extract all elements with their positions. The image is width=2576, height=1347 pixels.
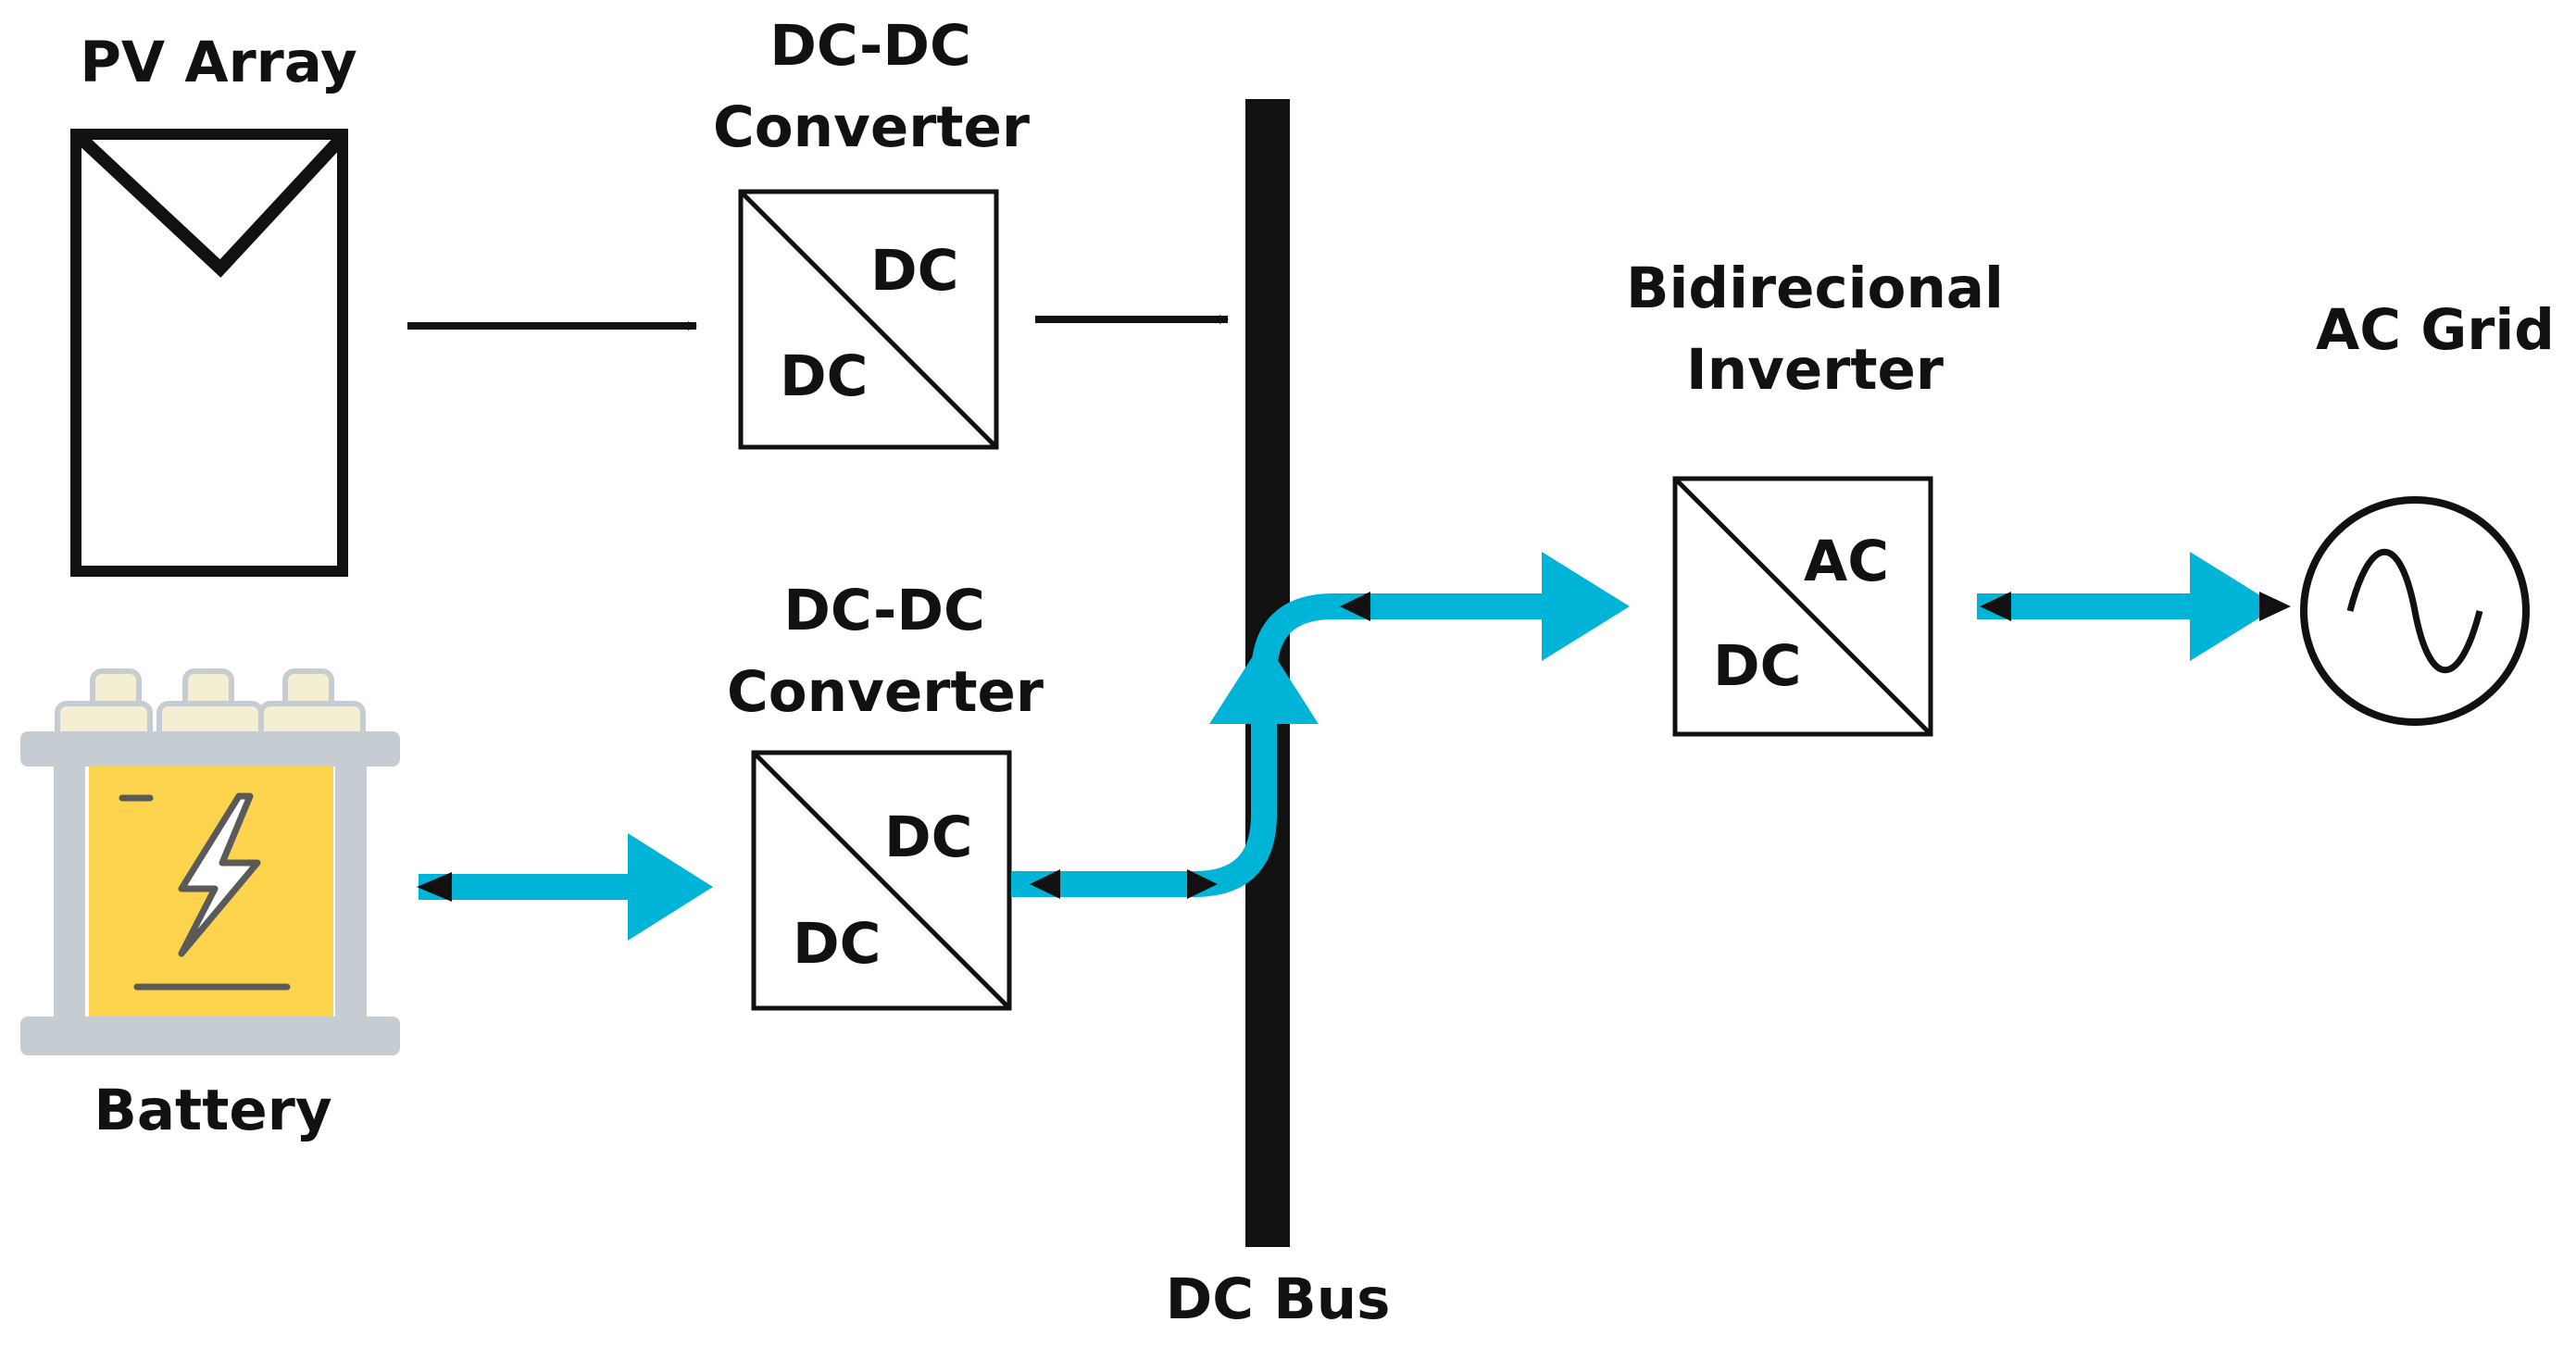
converter2-label-line2: Converter (727, 659, 1044, 725)
pv-array-label: PV Array (80, 30, 357, 95)
converter2-label-line1: DC-DC (783, 578, 985, 643)
inverter-grid-flow (1977, 552, 2291, 661)
converter2-bottom-text: DC (793, 911, 882, 977)
bidirectional-inverter-block (1672, 476, 1933, 737)
inverter-label-line1: Bidirecional (1626, 256, 2004, 321)
dc-dc-converter-2-block (751, 750, 1012, 1011)
ac-grid-label: AC Grid (2316, 297, 2555, 363)
converter1-top-text: DC (870, 238, 959, 304)
converter1-label-line1: DC-DC (769, 13, 971, 79)
battery-icon (20, 668, 400, 1055)
converter-bus-inverter-flow (1011, 552, 1630, 899)
inverter-bottom-text: DC (1713, 633, 1802, 699)
inverter-label-line2: Inverter (1686, 337, 1944, 403)
dc-bus-label: DC Bus (1165, 1266, 1391, 1332)
inverter-top-text: AC (1804, 529, 1889, 594)
battery-converter-flow (417, 833, 713, 941)
converter2-top-text: DC (884, 804, 973, 870)
converter1-label-line2: Converter (713, 94, 1030, 160)
ac-sine-icon (2300, 496, 2530, 726)
battery-label: Battery (94, 1078, 332, 1143)
solar-panel-icon (70, 129, 348, 577)
dc-dc-converter-1-block (738, 189, 999, 450)
converter1-bottom-text: DC (780, 343, 869, 409)
